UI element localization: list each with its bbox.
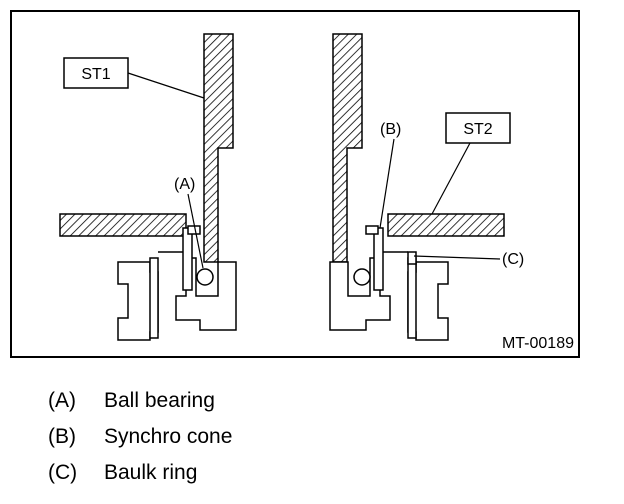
legend-item-a: (A) Ball bearing: [48, 388, 448, 424]
st2-leader: [431, 142, 471, 215]
st2-tool: [59, 213, 505, 237]
st2-label: ST2: [463, 121, 492, 138]
legend-key: (C): [48, 461, 78, 484]
legend-item-c: (C) Baulk ring: [48, 460, 448, 496]
label-a: (A): [174, 176, 195, 193]
label-c-leader: [413, 255, 501, 260]
st1-label: ST1: [81, 66, 110, 83]
label-b-leader: [379, 138, 395, 229]
ball-bearing-right: [353, 268, 371, 286]
legend-item-b: (B) Synchro cone: [48, 424, 448, 460]
st2-callout-box: [445, 112, 511, 144]
legend-key: (B): [48, 425, 76, 448]
label-a-leader: [187, 193, 204, 269]
st1-callout-box: [63, 57, 129, 89]
label-c: (C): [502, 251, 524, 268]
assembly-diagram: ST1 ST2 (A) (B) (C) MT-00189: [10, 10, 580, 358]
legend: (A) Ball bearing (B) Synchro cone (C) Baulk…: [48, 388, 448, 496]
legend-text: Baulk ring: [104, 461, 198, 484]
diagram-frame: [10, 10, 580, 358]
legend-text: Ball bearing: [104, 389, 215, 412]
ball-bearing-a: [196, 268, 214, 286]
legend-text: Synchro cone: [104, 425, 233, 448]
st1-tool: [203, 33, 363, 263]
label-b: (B): [380, 121, 401, 138]
legend-key: (A): [48, 389, 76, 412]
st1-leader: [127, 72, 205, 99]
figure-code: MT-00189: [502, 335, 574, 352]
right-gear-assembly: [329, 225, 449, 341]
